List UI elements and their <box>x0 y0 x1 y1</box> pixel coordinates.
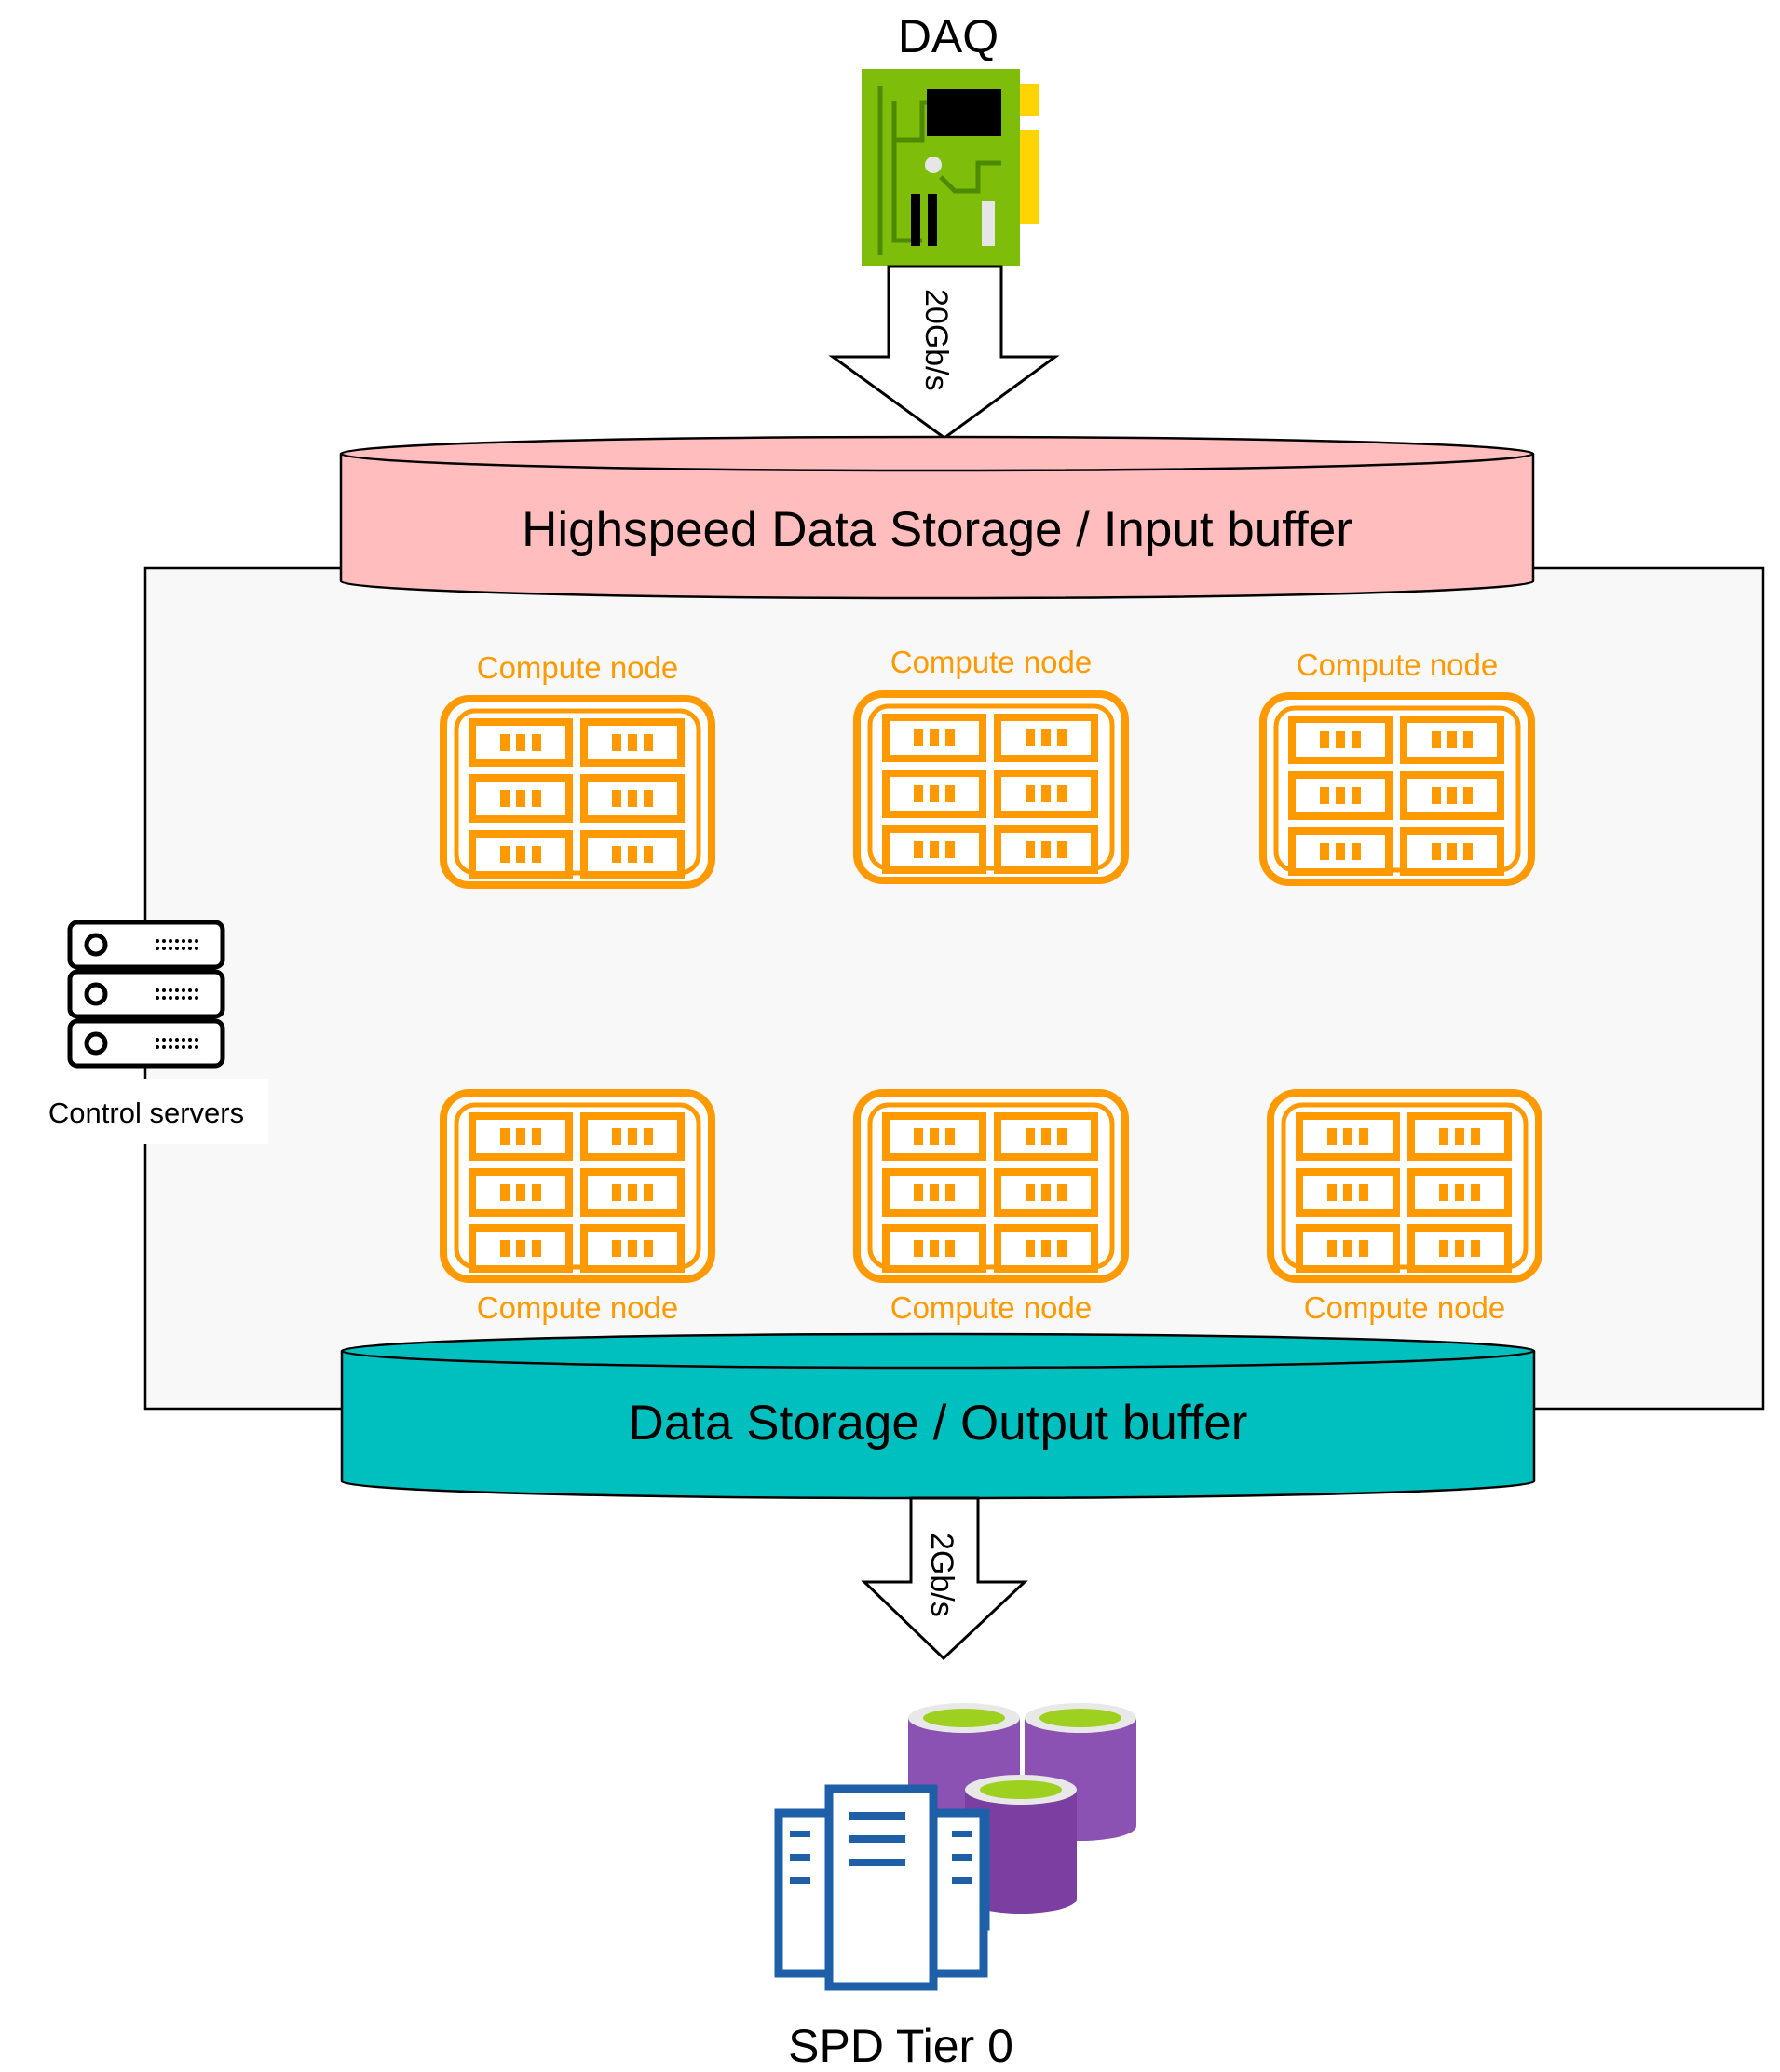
input-buffer-label: Highspeed Data Storage / Input buffer <box>522 502 1352 557</box>
output-buffer-label: Data Storage / Output buffer <box>629 1396 1248 1451</box>
compute-node: Compute node <box>1270 1093 1539 1325</box>
compute-node-label: Compute node <box>890 645 1092 679</box>
server-cabinet-icon <box>774 1784 990 1991</box>
server-rack-icon <box>70 922 223 1066</box>
output-rate-label: 2Gb/s <box>924 1533 959 1617</box>
control-servers: Control servers <box>28 922 268 1144</box>
compute-node: Compute node <box>1263 648 1531 882</box>
storage-cluster-icon <box>908 1703 1136 1914</box>
compute-node-icon <box>1263 696 1531 882</box>
compute-node: Compute node <box>857 645 1125 880</box>
compute-node-icon <box>443 699 712 885</box>
compute-node-icon <box>857 694 1125 880</box>
daq-title: DAQ <box>898 10 999 62</box>
input-arrow: 20Gb/s <box>828 265 1060 440</box>
output-arrow: 2Gb/s <box>861 1496 1028 1661</box>
compute-node-label: Compute node <box>477 650 678 685</box>
compute-node-icon <box>857 1093 1125 1279</box>
output-buffer: Data Storage / Output buffer <box>340 1332 1536 1500</box>
compute-node: Compute node <box>857 1093 1125 1325</box>
compute-node-icon <box>443 1093 712 1279</box>
compute-node-label: Compute node <box>477 1290 678 1325</box>
compute-node-icon <box>1270 1093 1539 1279</box>
tier-label: SPD Tier 0 <box>788 2020 1013 2072</box>
compute-node: Compute node <box>443 1093 712 1325</box>
control-servers-label: Control servers <box>48 1097 244 1129</box>
daq-card-icon <box>862 69 1039 266</box>
input-rate-label: 20Gb/s <box>918 289 954 391</box>
input-buffer: Highspeed Data Storage / Input buffer <box>339 435 1535 600</box>
compute-node-label: Compute node <box>890 1290 1092 1325</box>
compute-node-label: Compute node <box>1304 1290 1505 1325</box>
compute-node: Compute node <box>443 650 712 885</box>
compute-node-label: Compute node <box>1297 648 1498 682</box>
